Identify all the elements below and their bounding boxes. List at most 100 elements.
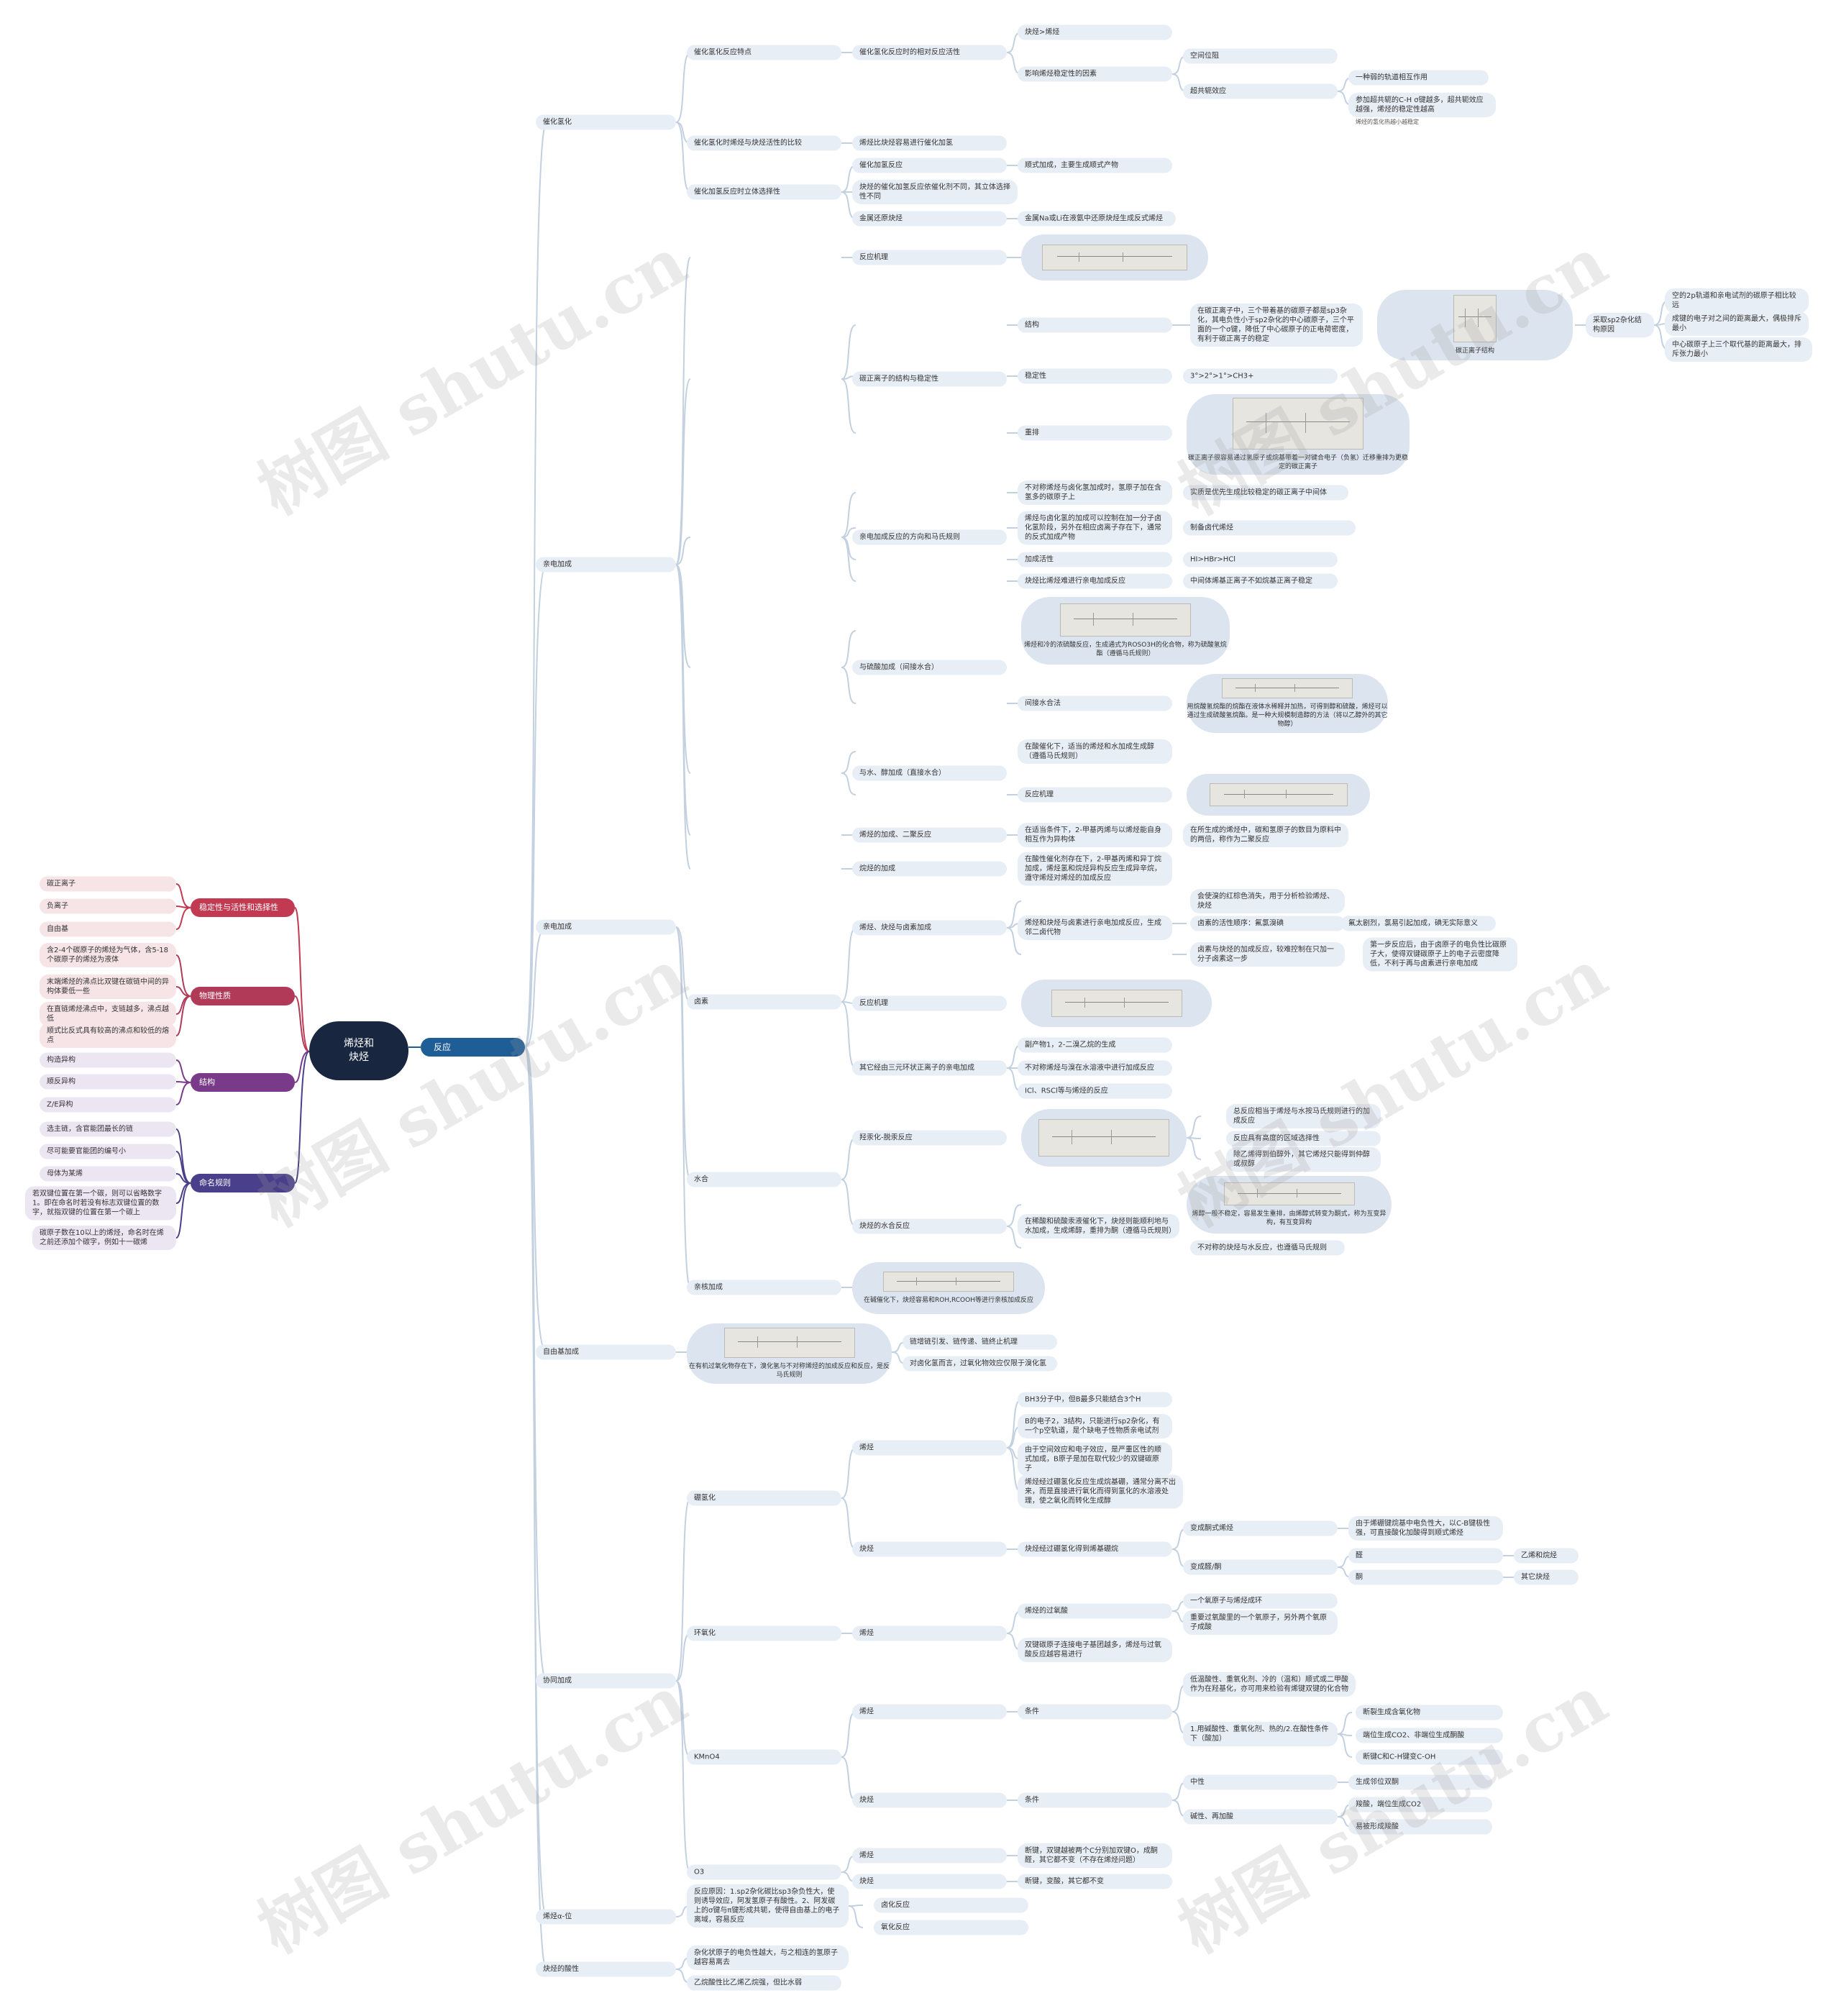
node[interactable]: 不对称烯烃与溴在水溶液中进行加成反应 [1018,1061,1172,1076]
node[interactable]: 反应原因：1.sp2杂化碳比sp3杂负性大，使则诱导效应，阿发氢原子有酸性。2、… [687,1884,849,1928]
node[interactable]: 烯烃、炔烃与卤素加成 [852,921,1007,936]
node[interactable]: B的电子2，3结构，只能进行sp2杂化，有一个p空轨道，是个缺电子性物质亲电试剂 [1018,1414,1172,1438]
node[interactable]: 硼氢化 [687,1491,841,1506]
node[interactable]: 其它炔烃 [1514,1570,1579,1585]
node[interactable]: 断键，双键越被两个C分别加双键O，成酮醛，其它都不变（不存在烯烃问题） [1018,1843,1172,1868]
node[interactable]: 催化氢化反应特点 [687,45,841,60]
category-physical[interactable]: 物理性质 [191,987,295,1005]
node[interactable]: O3 [687,1865,841,1880]
node[interactable]: 在所生成的烯烃中，碳和氢原子的数目为原料中的两倍，称作为二聚反应 [1183,823,1348,847]
node[interactable]: 炔烃 [852,1874,1007,1889]
node[interactable]: 参加超共轭的C-H σ键越多，超共轭效应越强，烯烃的稳定性越高 [1348,93,1496,117]
node[interactable]: 变成酮式烯烃 [1183,1521,1338,1536]
node[interactable]: 由于空间效应和电子效应，是严重区性的顺式加成，B原子是加在取代较少的双键碳原子 [1018,1443,1172,1477]
node[interactable]: 烷烃的加成 [852,862,1007,877]
node[interactable]: 烯烃的加成、二聚反应 [852,828,1007,843]
node[interactable]: 空间位阻 [1183,49,1338,64]
node[interactable]: 中心碳原子上三个取代基的距离最大，排斥张力最小 [1665,337,1812,362]
node[interactable]: 反应具有高度的区域选择性 [1226,1131,1381,1146]
node[interactable]: 反应机理 [1018,788,1172,803]
node[interactable]: 在稀酸和硫酸汞液催化下，炔烃则能顺利地与水加成，生成烯醇，重排为酮（遵循马氏规则… [1018,1214,1179,1239]
list-item[interactable]: Z/E异构 [40,1098,176,1113]
node[interactable]: 羧酸，端位生成CO2 [1348,1797,1492,1812]
node[interactable]: 烯烃的过氧酸 [1018,1604,1172,1619]
node[interactable]: 金属还原炔烃 [852,211,1007,227]
node[interactable]: 除乙烯得到伯醇外，其它烯烃只能得到仲醇或叔醇 [1226,1147,1381,1172]
node[interactable]: HI>HBr>HCl [1183,552,1338,567]
node[interactable]: 在酸性催化剂存在下，2-甲基丙烯和异丁烷加成，烯烃氢和烷烃异构反应生成异辛烷，遵… [1018,852,1172,886]
branch-alpha[interactable]: 烯烃α-位 [536,1910,676,1925]
node[interactable]: 其它经由三元环状正离子的亲电加成 [852,1061,1007,1076]
root-topic[interactable]: 烯烃和炔烃 [309,1021,408,1080]
node[interactable]: 一种弱的轨道相互作用 [1348,70,1489,86]
node[interactable]: 重排 [1018,426,1172,441]
node[interactable]: 醛 [1348,1549,1503,1564]
node[interactable]: 第一步反应后，由于卤原子的电负性比碳原子大，使得双键碳原子上的电子云密度降低，不… [1363,938,1517,972]
center-topic-reactions[interactable]: 反应 [421,1038,525,1057]
branch-radical[interactable]: 自由基加成 [536,1345,676,1360]
node[interactable]: 在酸催化下，适当的烯烃和水加成生成醇（遵循马氏规则） [1018,739,1172,764]
list-item[interactable]: 尽可能要官能团的编号小 [40,1144,176,1159]
node[interactable]: 中间体烯基正离子不如烷基正离子稳定 [1183,574,1338,589]
node[interactable]: 成键的电子对之间的距离最大，偶极排斥最小 [1665,311,1809,336]
node[interactable]: 炔烃经过硼氢化得到烯基硼烷 [1018,1542,1172,1557]
node[interactable]: 烯烃比炔烃容易进行催化加氢 [852,136,1007,151]
list-item[interactable]: 顺式比反式具有较高的沸点和较低的熔点 [40,1023,176,1048]
node[interactable]: 断键C和C-H键变C-OH [1356,1750,1503,1765]
node[interactable]: 在适当条件下，2-甲基丙烯与以烯烃能自身相互作为异构体 [1018,823,1172,847]
list-item[interactable]: 碳正离子 [40,877,176,892]
node[interactable]: 制备卤代烯烃 [1183,521,1356,536]
node[interactable]: 催化加氢反应时立体选择性 [687,185,841,200]
node[interactable]: 3°>2°>1°>CH3+ [1183,369,1338,384]
node[interactable]: 氟太剧烈，氯易引起加成，碘无实际意义 [1341,916,1496,931]
node[interactable]: 金属Na或Li在液氨中还原炔烃生成反式烯烃 [1018,211,1176,227]
node[interactable]: 超共轭效应 [1183,84,1338,99]
node[interactable]: 断键，变酸，其它都不变 [1018,1874,1172,1889]
list-item[interactable]: 碳原子数在10以上的烯烃，命名时在烯之前还添加个碳字，例如十一碳烯 [32,1226,176,1250]
branch-acidity[interactable]: 炔烃的酸性 [536,1962,676,1977]
node[interactable]: 由于烯硼键烷基中电负性大，以C-B键极性强，可直接酸化加酸得到顺式烯烃 [1348,1516,1503,1541]
node[interactable]: 烯烃经过硼氢化反应生成烷基硼，通常分离不出来，而是直接进行氧化而得到氢化的水溶液… [1018,1475,1183,1509]
list-item[interactable]: 含2-4个碳原子的烯烃为气体，含5-18个碳原子的烯烃为液体 [40,943,176,967]
node[interactable]: 环氧化 [687,1626,841,1641]
branch-electrophilic[interactable]: 亲电加成 [536,557,676,573]
branch-catalytic-hydrogenation[interactable]: 催化氢化 [536,115,676,130]
node[interactable]: 不对称烯烃与卤化氢加成时，氢原子加在含氢多的碳原子上 [1018,480,1172,505]
node[interactable]: 水合 [687,1172,841,1187]
node[interactable]: 条件 [1018,1793,1172,1808]
node[interactable]: 乙烯和烷烃 [1514,1549,1579,1564]
node[interactable]: 一个氧原子与烯烃成环 [1183,1594,1338,1609]
node[interactable]: 易被形成羧酸 [1348,1820,1492,1835]
node[interactable]: 双键碳原子连接电子基团越多，烯烃与过氧酸反应越容易进行 [1018,1638,1172,1662]
node[interactable]: 羟汞化-脱汞反应 [852,1131,1007,1146]
node[interactable]: 条件 [1018,1705,1172,1720]
node[interactable]: 碳正离子的结构与稳定性 [852,372,1007,387]
node[interactable]: 副产物1，2-二溴乙烷的生成 [1018,1038,1172,1053]
node[interactable]: 对卤化氢而言，过氧化物效应仅限于溴化氢 [903,1356,1057,1372]
node[interactable]: 变成醛/酮 [1183,1560,1338,1575]
list-item[interactable]: 构造异构 [40,1053,176,1068]
node[interactable]: 中性 [1183,1775,1338,1790]
node[interactable]: 炔烃的催化加氢反应依催化剂不同，其立体选择性不同 [852,180,1018,204]
category-naming[interactable]: 命名规则 [191,1174,295,1192]
branch-synergy[interactable]: 协同加成 [536,1674,676,1689]
node[interactable]: 空的2p轨道和亲电试剂的碳原子相比较远 [1665,288,1809,313]
list-item[interactable]: 自由基 [40,922,176,937]
node[interactable]: 烯烃 [852,1441,1007,1456]
node[interactable]: 低温酸性、重氧化剂、冷的（温和）顺式或二甲酸作为在羟基化，亦可用来检验有烯键双键… [1183,1672,1356,1697]
node[interactable]: 断裂生成含氧化物 [1356,1705,1503,1720]
node[interactable]: 总反应相当于烯烃与水按马氏规则进行的加成反应 [1226,1104,1381,1128]
node[interactable]: 杂化状原子的电负性越大，与之相连的氢原子越容易离去 [687,1946,849,1970]
node[interactable]: 结构 [1018,318,1172,333]
node[interactable]: KMnO4 [687,1750,841,1765]
node[interactable]: 影响烯烃稳定性的因素 [1018,67,1172,82]
node[interactable]: 亲电加成反应的方向和马氏规则 [852,530,1007,545]
list-item[interactable]: 若双键位置在第一个碳，则可以省略数字1。即在命名时若没有标志双键位置的数字，就指… [25,1187,176,1221]
node[interactable]: 碱性、再加酸 [1183,1810,1338,1825]
node[interactable]: 反应机理 [852,250,1007,265]
node[interactable]: 炔烃的水合反应 [852,1219,1007,1234]
node[interactable]: 与硫酸加成（间接水合） [852,660,1007,675]
branch-free-addition[interactable]: 亲电加成 [536,920,676,935]
list-item[interactable]: 母体为某烯 [40,1167,176,1182]
node[interactable]: 烯烃和炔烃与卤素进行亲电加成反应，生成邻二卤代物 [1018,916,1172,940]
